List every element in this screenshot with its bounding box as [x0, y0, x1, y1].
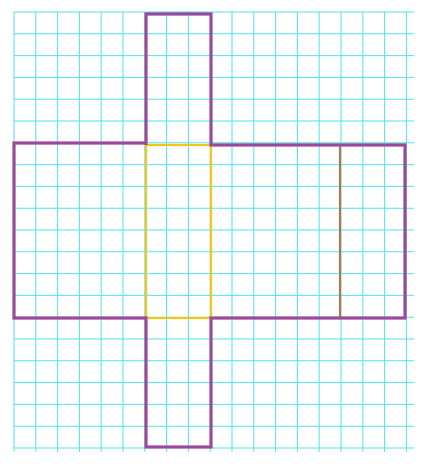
net-outline: [12, 12, 407, 449]
center-face-outline: [144, 143, 213, 320]
grid-lines: [13, 11, 414, 452]
